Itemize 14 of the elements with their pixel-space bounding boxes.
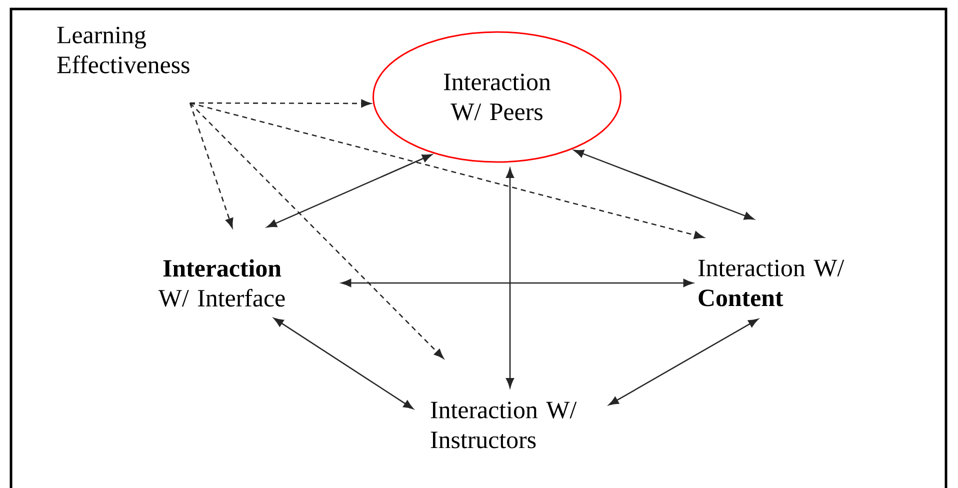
label-text: Interaction W/ Instructors <box>430 402 577 448</box>
double-arrow <box>506 168 514 388</box>
double-arrow <box>274 318 414 410</box>
double-arrow <box>266 154 432 228</box>
dashed-arrow <box>190 102 444 359</box>
label-text: Interaction W/ Content <box>698 260 844 306</box>
double-arrow <box>574 150 754 220</box>
double-arrow <box>341 278 694 287</box>
dashed-arrow <box>189 102 234 228</box>
dashed-arrow <box>190 102 704 240</box>
dashed-arrow <box>190 99 372 108</box>
double-arrow <box>608 318 758 406</box>
label-text: Learning Effectiveness <box>57 26 190 74</box>
label-text: Interaction W/ Interface <box>158 259 285 307</box>
